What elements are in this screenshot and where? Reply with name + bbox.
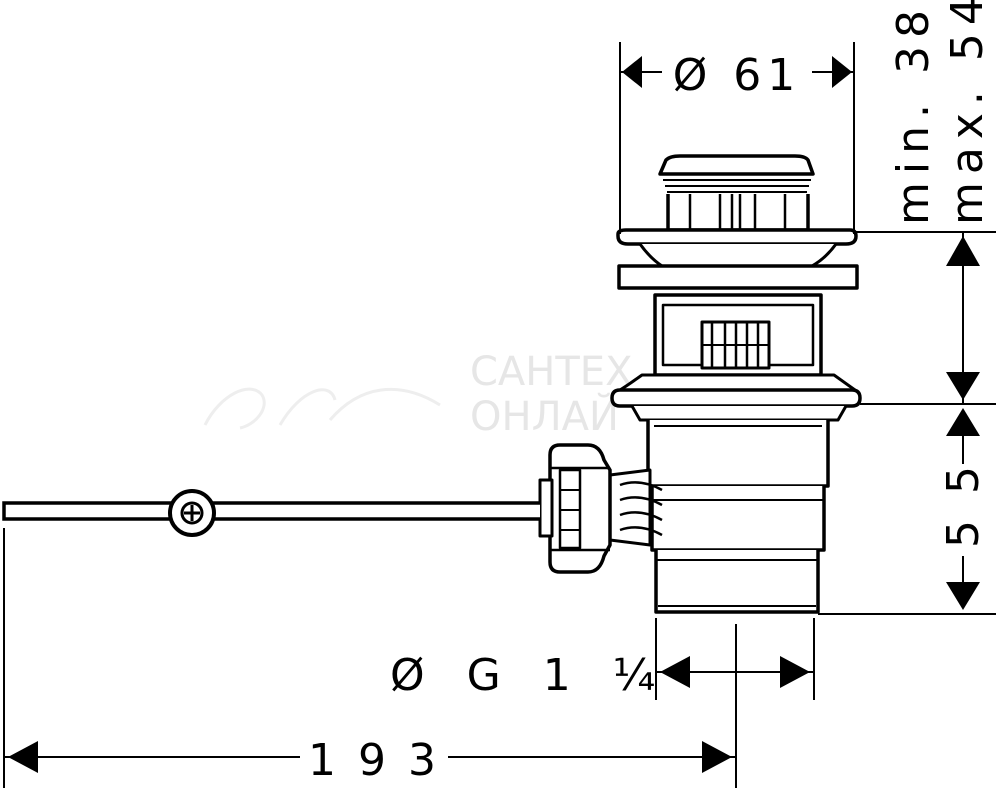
watermark-line1: САНТЕХ [470, 349, 632, 395]
label-height-min: min. 38 [888, 2, 939, 225]
label-top-diameter: Ø 61 [673, 50, 802, 101]
label-height-max: max. 54 [942, 0, 993, 225]
label-thread: Ø G 1 ¼ [390, 650, 669, 701]
label-rod-length: 1 9 3 [308, 735, 440, 786]
watermark-line2: ОНЛАЙ [470, 392, 619, 440]
top-flange [616, 228, 858, 268]
watermark-logo [203, 387, 441, 430]
pull-rod [2, 489, 540, 537]
dimension-lines [3, 42, 996, 788]
label-body-height: 5 5 [938, 460, 989, 548]
dimension-labels: Ø 61 min. 38 max. 54 5 5 Ø G 1 ¼ 1 9 3 [308, 0, 993, 786]
stem-housing [653, 293, 823, 377]
rod-nut [538, 443, 612, 574]
watermark: САНТЕХ ОНЛАЙ [203, 349, 632, 440]
plug-cap [658, 154, 815, 232]
body-cylinder [646, 420, 830, 614]
lower-flange [610, 373, 862, 422]
lock-ring [617, 264, 859, 290]
valve-body [538, 154, 862, 614]
